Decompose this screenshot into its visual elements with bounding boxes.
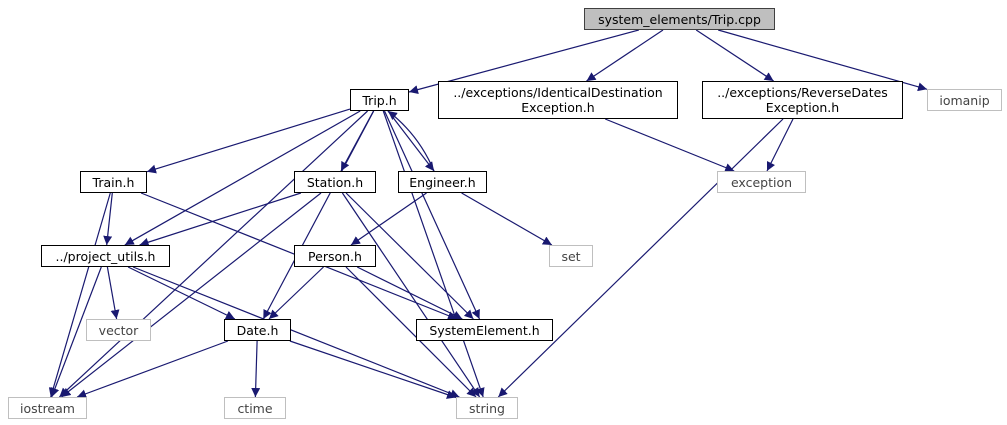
node-set: set <box>549 245 593 267</box>
node-label: iostream <box>20 400 75 416</box>
node-label: string <box>469 400 505 416</box>
edge-reverse-to-exception <box>766 118 794 172</box>
node-date[interactable]: Date.h <box>224 319 291 341</box>
edge-date-to-string <box>289 340 457 399</box>
node-label: Engineer.h <box>409 174 476 190</box>
edge-trip_h-to-train <box>146 108 351 174</box>
node-label: ../exceptions/ReverseDates <box>717 85 888 100</box>
edge-trip_cpp-to-trip_h <box>408 29 639 95</box>
node-iomanip: iomanip <box>927 89 1002 111</box>
edge-project_utils-to-iostream <box>50 266 102 398</box>
edge-station-to-string <box>341 192 481 398</box>
edge-person-to-date <box>268 266 324 320</box>
node-engineer[interactable]: Engineer.h <box>398 171 487 193</box>
edge-station-to-project_utils <box>139 192 302 247</box>
node-trip-h[interactable]: Trip.h <box>350 89 409 111</box>
node-label: SystemElement.h <box>429 322 540 338</box>
edge-identical-to-exception <box>604 118 735 172</box>
edge-project_utils-to-string <box>132 266 460 398</box>
edge-person-to-system_element <box>356 266 463 320</box>
edge-trip_cpp-to-reverse <box>695 29 774 82</box>
edge-station-to-iostream <box>61 192 322 398</box>
node-label: Station.h <box>306 174 364 190</box>
edge-project_utils-to-vector <box>106 266 120 320</box>
edge-project_utils-to-date <box>127 266 236 320</box>
edge-engineer-to-set <box>461 192 553 246</box>
node-label: ../project_utils.h <box>55 248 156 264</box>
node-station[interactable]: Station.h <box>294 171 376 193</box>
node-string: string <box>456 397 518 419</box>
node-label: set <box>561 248 581 264</box>
node-system-element[interactable]: SystemElement.h <box>416 319 553 341</box>
edge-engineer-to-trip_h <box>387 110 435 172</box>
edge-trip_h-to-date <box>262 110 375 320</box>
node-label: exception <box>730 174 793 190</box>
edge-person-to-string <box>345 266 477 398</box>
node-label: iomanip <box>939 92 990 108</box>
edge-date-to-iostream <box>76 340 229 399</box>
node-vector: vector <box>86 319 151 341</box>
node-exception: exception <box>717 171 806 193</box>
edge-engineer-to-person <box>350 192 427 246</box>
edge-trip_h-to-string <box>382 110 485 398</box>
node-label: ctime <box>237 400 273 416</box>
node-label: Exception.h <box>521 100 595 115</box>
node-label: Train.h <box>92 174 135 190</box>
node-trip-cpp[interactable]: system_elements/Trip.cpp <box>584 8 775 30</box>
edge-reverse-to-string <box>497 118 784 398</box>
node-train[interactable]: Train.h <box>80 171 147 193</box>
node-project-utils[interactable]: ../project_utils.h <box>41 245 170 267</box>
node-iostream: iostream <box>8 397 87 419</box>
edge-trip_h-to-project_utils <box>124 110 361 246</box>
node-label: Exception.h <box>765 100 840 115</box>
edge-trip_h-to-iostream <box>58 110 369 398</box>
node-label: system_elements/Trip.cpp <box>598 11 761 27</box>
node-label: Date.h <box>236 322 279 338</box>
node-label: ../exceptions/IdenticalDestination <box>453 85 663 100</box>
edge-station-to-system_element <box>345 192 474 320</box>
edge-trip_cpp-to-identical <box>586 29 664 82</box>
edge-trip_h-to-system_element <box>383 110 481 320</box>
edge-date-to-ctime <box>251 340 261 398</box>
edge-train-to-project_utils <box>103 192 113 246</box>
edge-train-to-iostream <box>48 192 111 398</box>
node-label: vector <box>98 322 139 338</box>
node-label: Person.h <box>308 248 362 264</box>
edge-trip_h-to-engineer <box>387 110 435 172</box>
node-label: Trip.h <box>362 92 397 108</box>
node-person[interactable]: Person.h <box>294 245 376 267</box>
node-ctime: ctime <box>224 397 286 419</box>
